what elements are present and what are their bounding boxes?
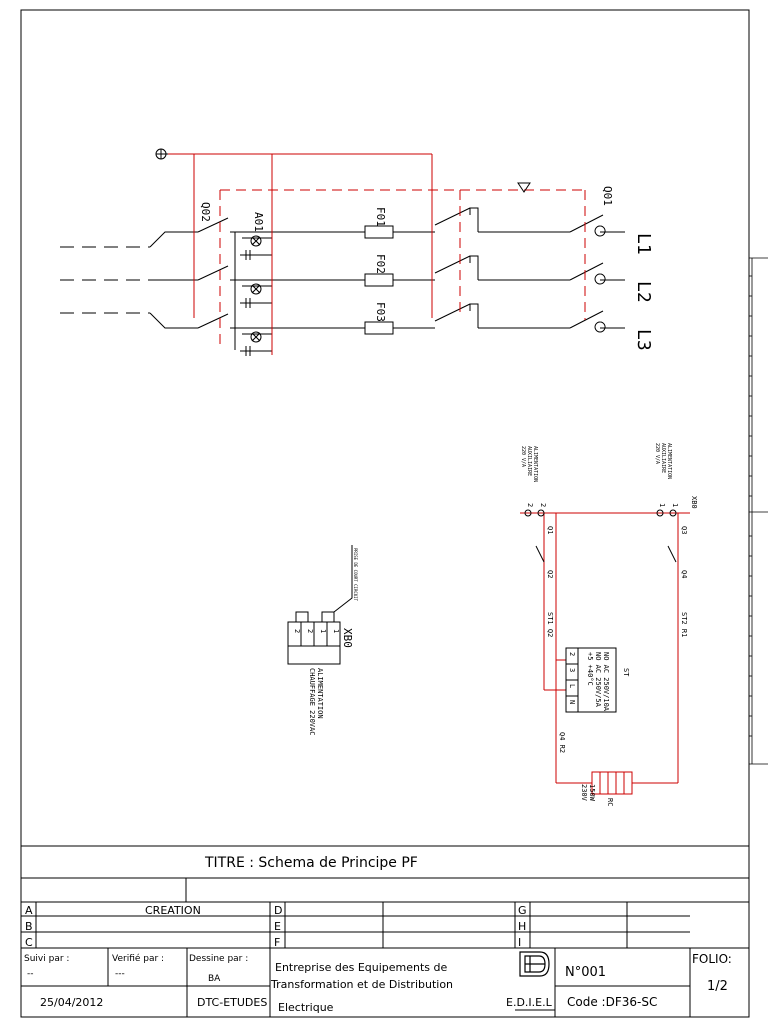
st-spec-2: NO AC 250V/5A [594,652,602,708]
auxiliary-circuit: XB0 1 1 2 2 Q1 Q2 Q3 Q4 ST1 Q2 ST2 R1 Q4… [520,443,698,806]
label-q4: Q4 [680,570,688,578]
suivi-value: -- [27,969,34,979]
rev-f: F [274,936,280,949]
heat-term-1a: 1 [332,629,340,633]
revision-creation: CREATION [145,904,201,917]
label-q02: Q02 [199,202,212,222]
label-q4-r2: Q4 R2 [558,732,566,753]
direction-triangle-icon [517,182,531,193]
heat-note: PRISE DE COURT CIRCUIT [353,548,358,602]
st-spec-3: +5 +40°C [586,652,594,686]
label-f01: F01 [374,207,387,227]
heat-label-1: ALIMENTATION [316,668,324,719]
heat-term-2b: 2 [293,629,301,633]
rev-e: E [274,920,281,933]
label-q3: Q3 [680,526,688,534]
heat-term-1b: 1 [319,629,327,633]
drawing-date: 25/04/2012 [40,996,103,1009]
rev-c: C [25,936,33,949]
drawing-service: DTC-ETUDES [197,996,267,1009]
label-q1: Q1 [546,526,554,534]
term-1b: 1 [671,503,679,507]
dessine-label: Dessine par : [189,954,248,964]
label-st2-r1: ST2 R1 [680,612,688,637]
alim-left-1: ALIMENTATION [532,446,538,482]
st-term-n: N [568,700,576,704]
sheet-frame [20,9,750,1018]
verifie-label: Verifié par : [112,953,164,964]
alim-right-3: 220 V/A [654,443,660,464]
rev-d: D [274,904,282,917]
alim-right-2: AUXILIAIRE [660,443,666,473]
rev-i: I [518,936,521,949]
st-term-2: 2 [568,652,576,656]
term-2a: 2 [526,503,534,507]
dessine-value: BA [208,974,221,984]
label-st: ST [622,668,630,677]
alim-left-2: AUXILIAIRE [526,446,532,476]
folio-label: FOLIO: [692,952,732,966]
drawing-number: N°001 [565,965,606,980]
label-a01: A01 [252,212,265,232]
earth-icon [155,148,168,160]
label-q2: Q2 [546,570,554,578]
side-ruler [749,257,768,765]
st-term-l: L [568,684,576,688]
xb0-main: XB0 [690,496,698,509]
alim-right-1: ALIMENTATION [666,443,672,479]
heat-label-2: CHAUFFAGE 220VAC [308,668,316,735]
st-term-3: 3 [568,668,576,672]
label-f02: F02 [374,254,387,274]
drawing-code: Code :DF36-SC [567,995,657,1009]
suivi-label: Suivi par : [24,954,69,964]
phase-l1: L1 [633,233,654,255]
rc-spec-2: 230V [580,784,588,802]
st-spec-1: NO AC 250V/10A [602,652,610,712]
label-f03: F03 [374,302,387,322]
term-2b: 2 [539,503,547,507]
company-line-2: Transformation et de Distribution [270,978,453,991]
heating-terminal: 1 1 2 2 ALIMENTATION CHAUFFAGE 220VAC XB… [287,545,358,735]
heater-rc [591,771,633,795]
drawing-title: TITRE : Schema de Principe PF [204,855,418,871]
rev-h: H [518,920,526,933]
company-line-1: Entreprise des Equipements de [275,961,448,974]
verifie-value: --- [115,969,125,979]
title-block: TITRE : Schema de Principe PF A B C D E … [21,845,749,1017]
fuse-f02 [364,273,394,287]
company-logo-icon [519,951,550,977]
rev-a: A [25,904,33,917]
phase-l3: L3 [633,329,654,351]
power-circuit: Q01 Q02 A01 F01 F02 F03 L1 L2 L3 [60,148,654,356]
xb0-heat: XB0 [341,628,354,648]
folio-value: 1/2 [707,979,728,994]
fuse-f03 [364,321,394,335]
term-1a: 1 [658,503,666,507]
label-st1-q2: ST1 Q2 [546,612,554,637]
heat-term-2a: 2 [306,629,314,633]
phase-l2: L2 [633,281,654,303]
rc-spec-1: 150W [588,784,596,802]
label-q01: Q01 [601,186,614,206]
label-rc: RC [606,798,614,806]
fuse-f01 [364,225,394,239]
rev-g: G [518,904,527,917]
company-abbr: E.D.I.E.L [506,996,553,1009]
alim-left-3: 220 V/A [520,446,526,467]
company-line-3: Electrique [278,1001,334,1014]
rev-b: B [25,920,33,933]
